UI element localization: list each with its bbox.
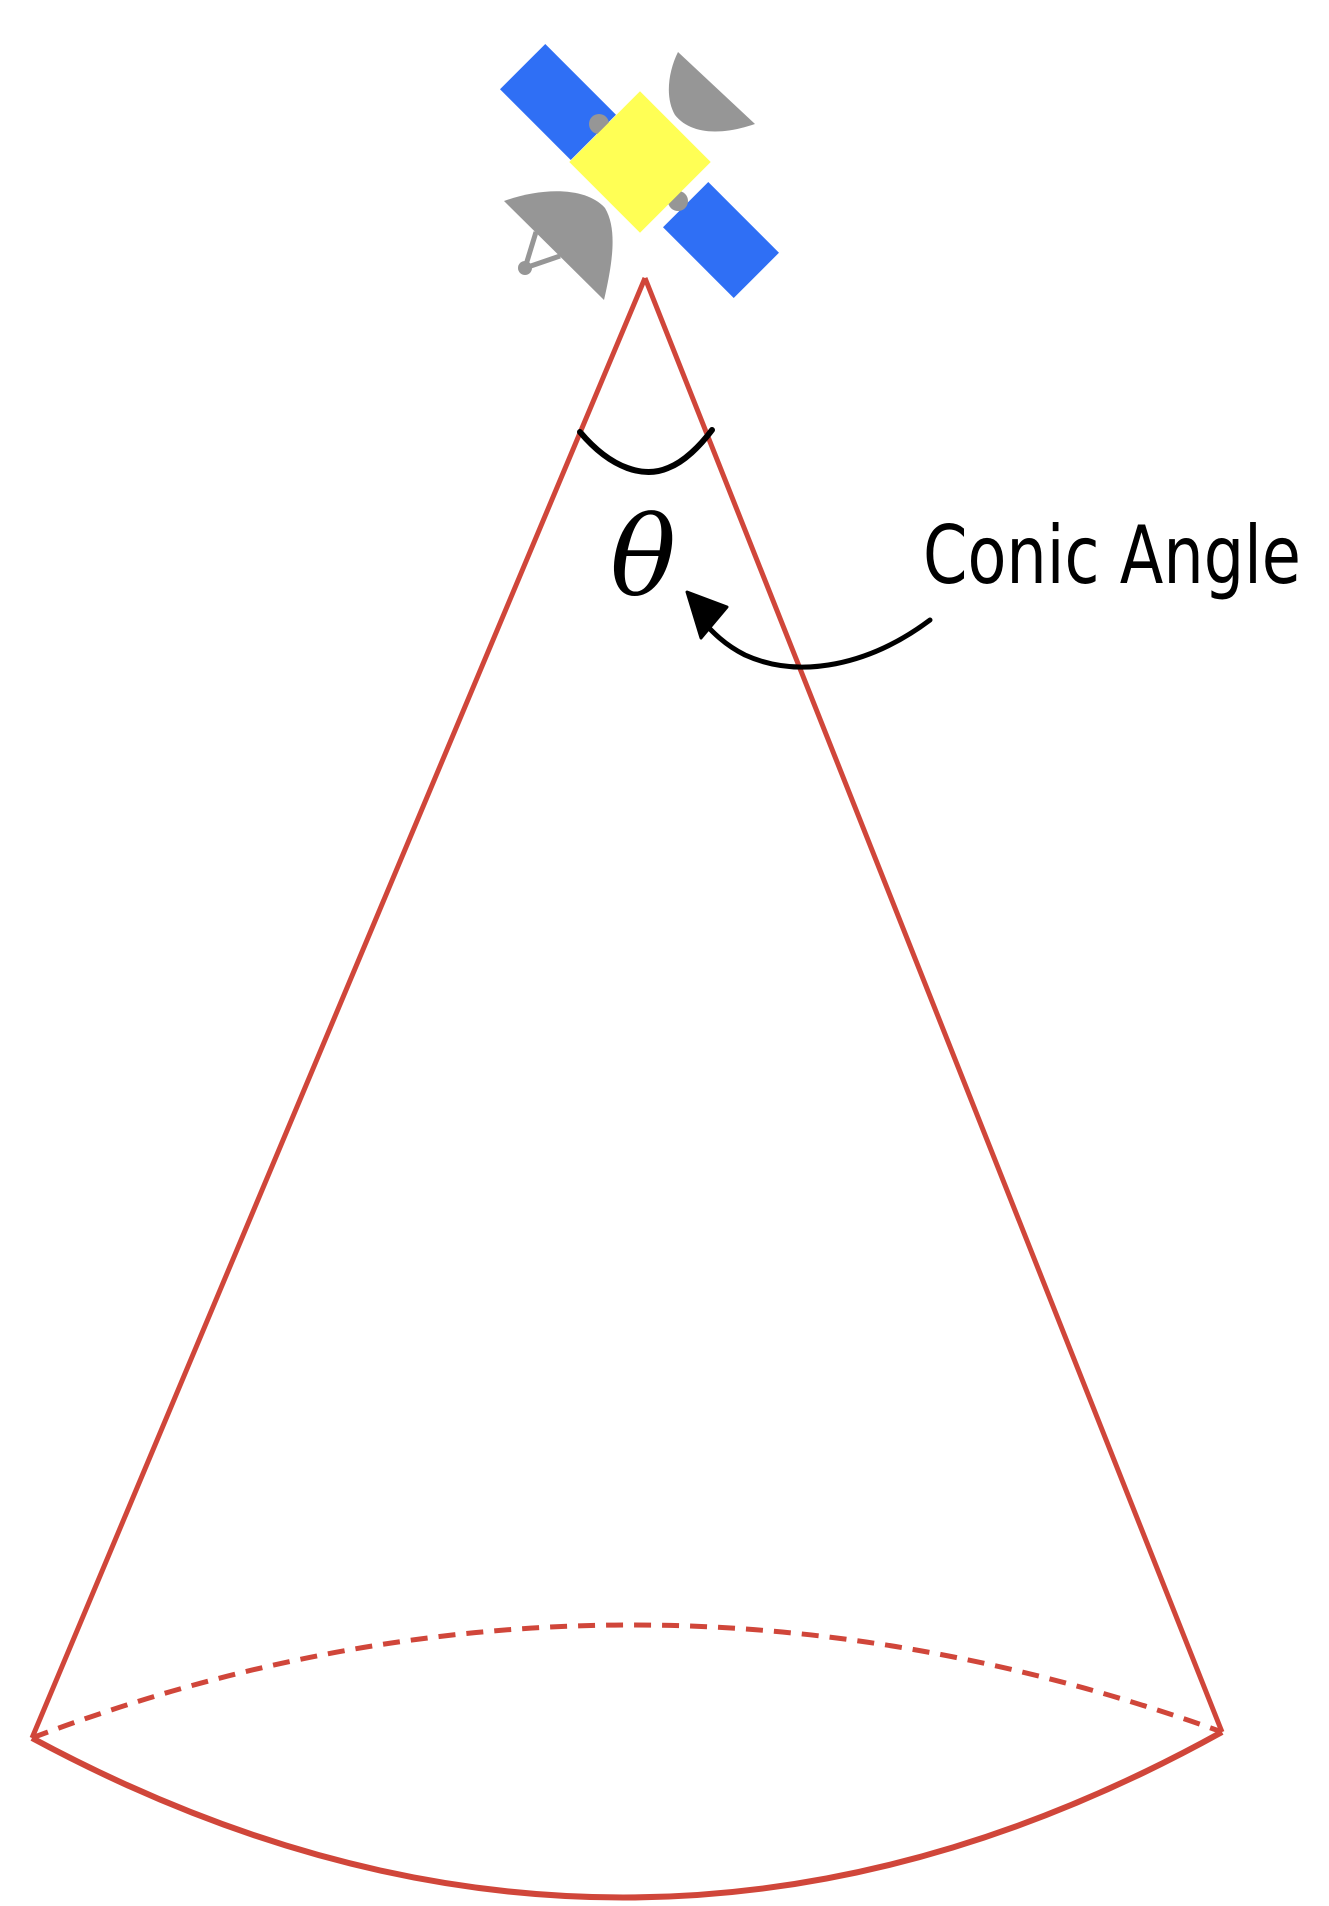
angle-symbol: θ xyxy=(610,493,676,621)
cone xyxy=(29,277,1225,1901)
solar-panel-icon xyxy=(663,182,779,298)
pointer-arrow-shaft xyxy=(697,615,933,670)
dish-antenna-icon xyxy=(668,52,755,132)
pointer-arrowhead-icon xyxy=(685,590,729,640)
solar-panel-icon xyxy=(500,44,616,160)
angle-annotation xyxy=(577,427,933,670)
cone-right-edge xyxy=(642,277,1225,1733)
cone-base-front-edge xyxy=(30,1729,1224,1901)
satellite-icon xyxy=(500,44,779,300)
cone-left-edge xyxy=(29,277,648,1739)
dish-antenna-icon xyxy=(504,191,613,300)
cone-base-back-edge xyxy=(31,1622,1223,1741)
annotation-label: Conic Angle xyxy=(923,509,1301,602)
angle-arc xyxy=(577,427,715,475)
